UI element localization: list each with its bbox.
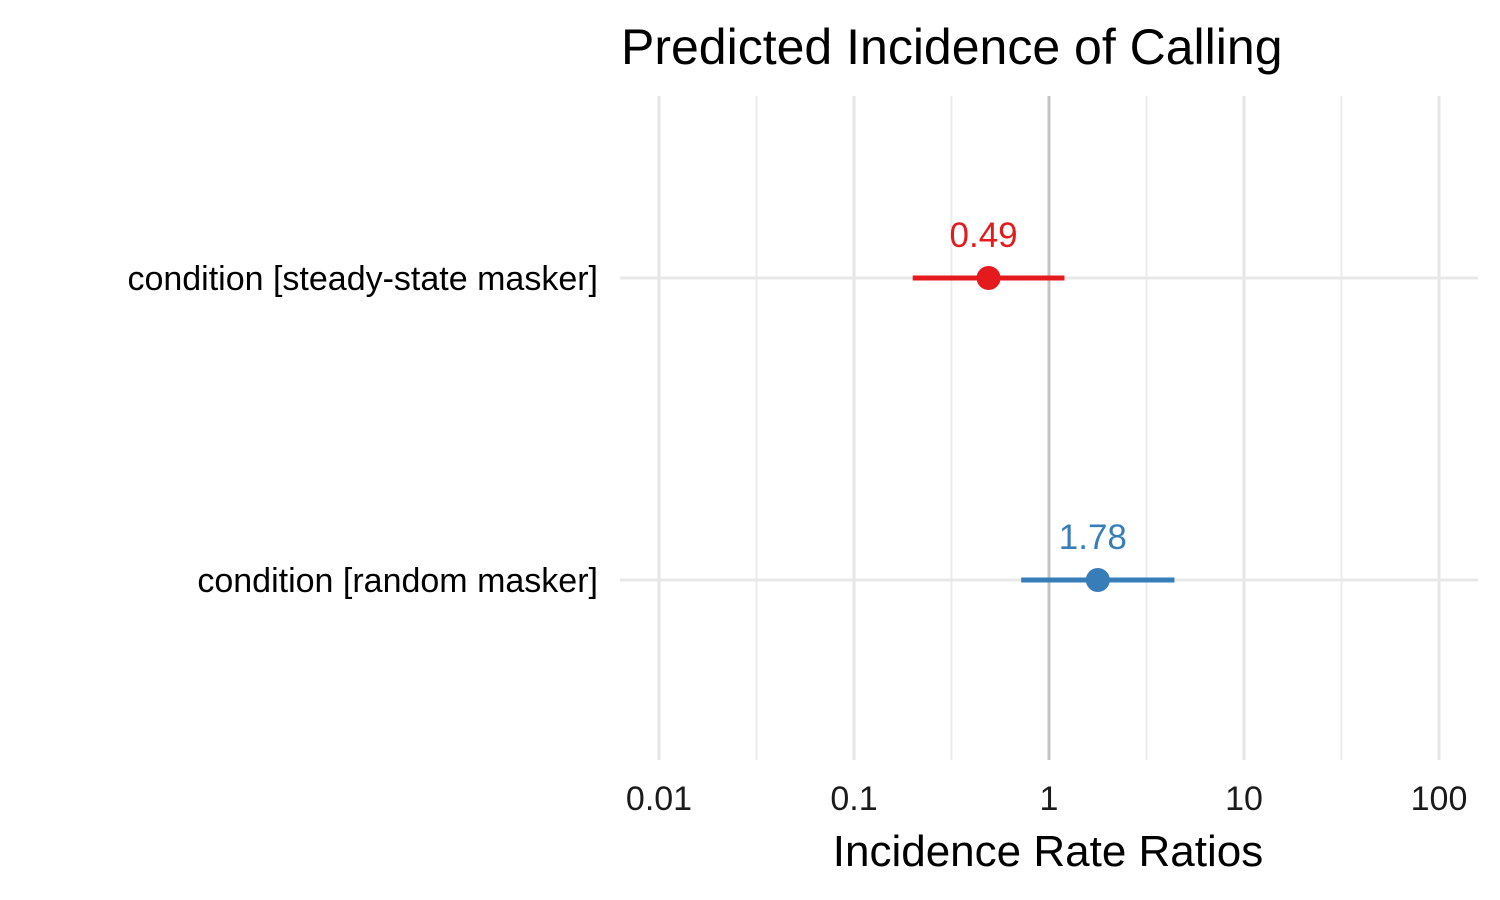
x-tick-label: 1 xyxy=(1040,780,1059,818)
x-tick-label: 0.1 xyxy=(830,780,877,818)
series-layer: 0.49 1.78 xyxy=(912,216,1175,592)
x-tick-labels: 0.01 0.1 1 10 100 xyxy=(626,780,1467,818)
estimate-point xyxy=(1085,568,1110,592)
x-tick-label: 100 xyxy=(1411,780,1468,818)
category-label: condition [steady-state masker] xyxy=(127,260,598,298)
value-label: 1.78 xyxy=(1059,518,1127,557)
category-labels: condition [steady-state masker] condition… xyxy=(127,260,598,600)
category-label: condition [random masker] xyxy=(197,562,598,600)
x-axis-label: Incidence Rate Ratios xyxy=(833,827,1263,876)
estimate-point xyxy=(976,266,1001,290)
x-tick-label: 0.01 xyxy=(626,780,692,818)
x-tick-label: 10 xyxy=(1225,780,1263,818)
chart-title: Predicted Incidence of Calling xyxy=(621,19,1283,75)
value-label: 0.49 xyxy=(950,216,1018,255)
